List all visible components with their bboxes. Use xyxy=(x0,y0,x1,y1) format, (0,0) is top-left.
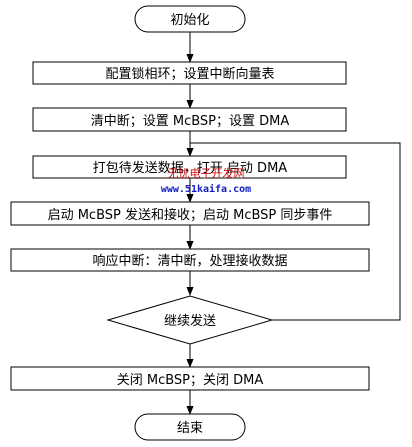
step6-label: 关闭 McBSP；关闭 DMA xyxy=(117,373,264,388)
end-label: 结束 xyxy=(177,421,203,436)
step5-box xyxy=(10,248,370,272)
connector-loop-back xyxy=(190,142,401,321)
start-label: 初始化 xyxy=(170,13,209,28)
step1-box xyxy=(32,61,347,85)
step4-box xyxy=(10,201,370,226)
decision-label: 继续发送 xyxy=(164,313,216,329)
watermark-line2: www.51kaifa.com xyxy=(161,183,251,195)
step5-label: 响应中断：清中断，处理接收数据 xyxy=(92,253,287,269)
start-terminator xyxy=(134,5,246,33)
step2-label: 清中断；设置 McBSP；设置 DMA xyxy=(91,114,290,129)
decision-diamond xyxy=(106,295,274,345)
step2-box xyxy=(32,107,347,132)
step3-box xyxy=(32,155,347,179)
step1-label: 配置锁相环；设置中断向量表 xyxy=(105,66,274,82)
end-terminator xyxy=(134,413,246,441)
step4-label: 启动 McBSP 发送和接收；启动 McBSP 同步事件 xyxy=(48,207,333,223)
step6-box xyxy=(10,366,370,391)
watermark-line1: 无忧电子开发网 xyxy=(168,166,245,180)
step3-label: 打包待发送数据，打开 启动 DMA xyxy=(93,160,287,176)
